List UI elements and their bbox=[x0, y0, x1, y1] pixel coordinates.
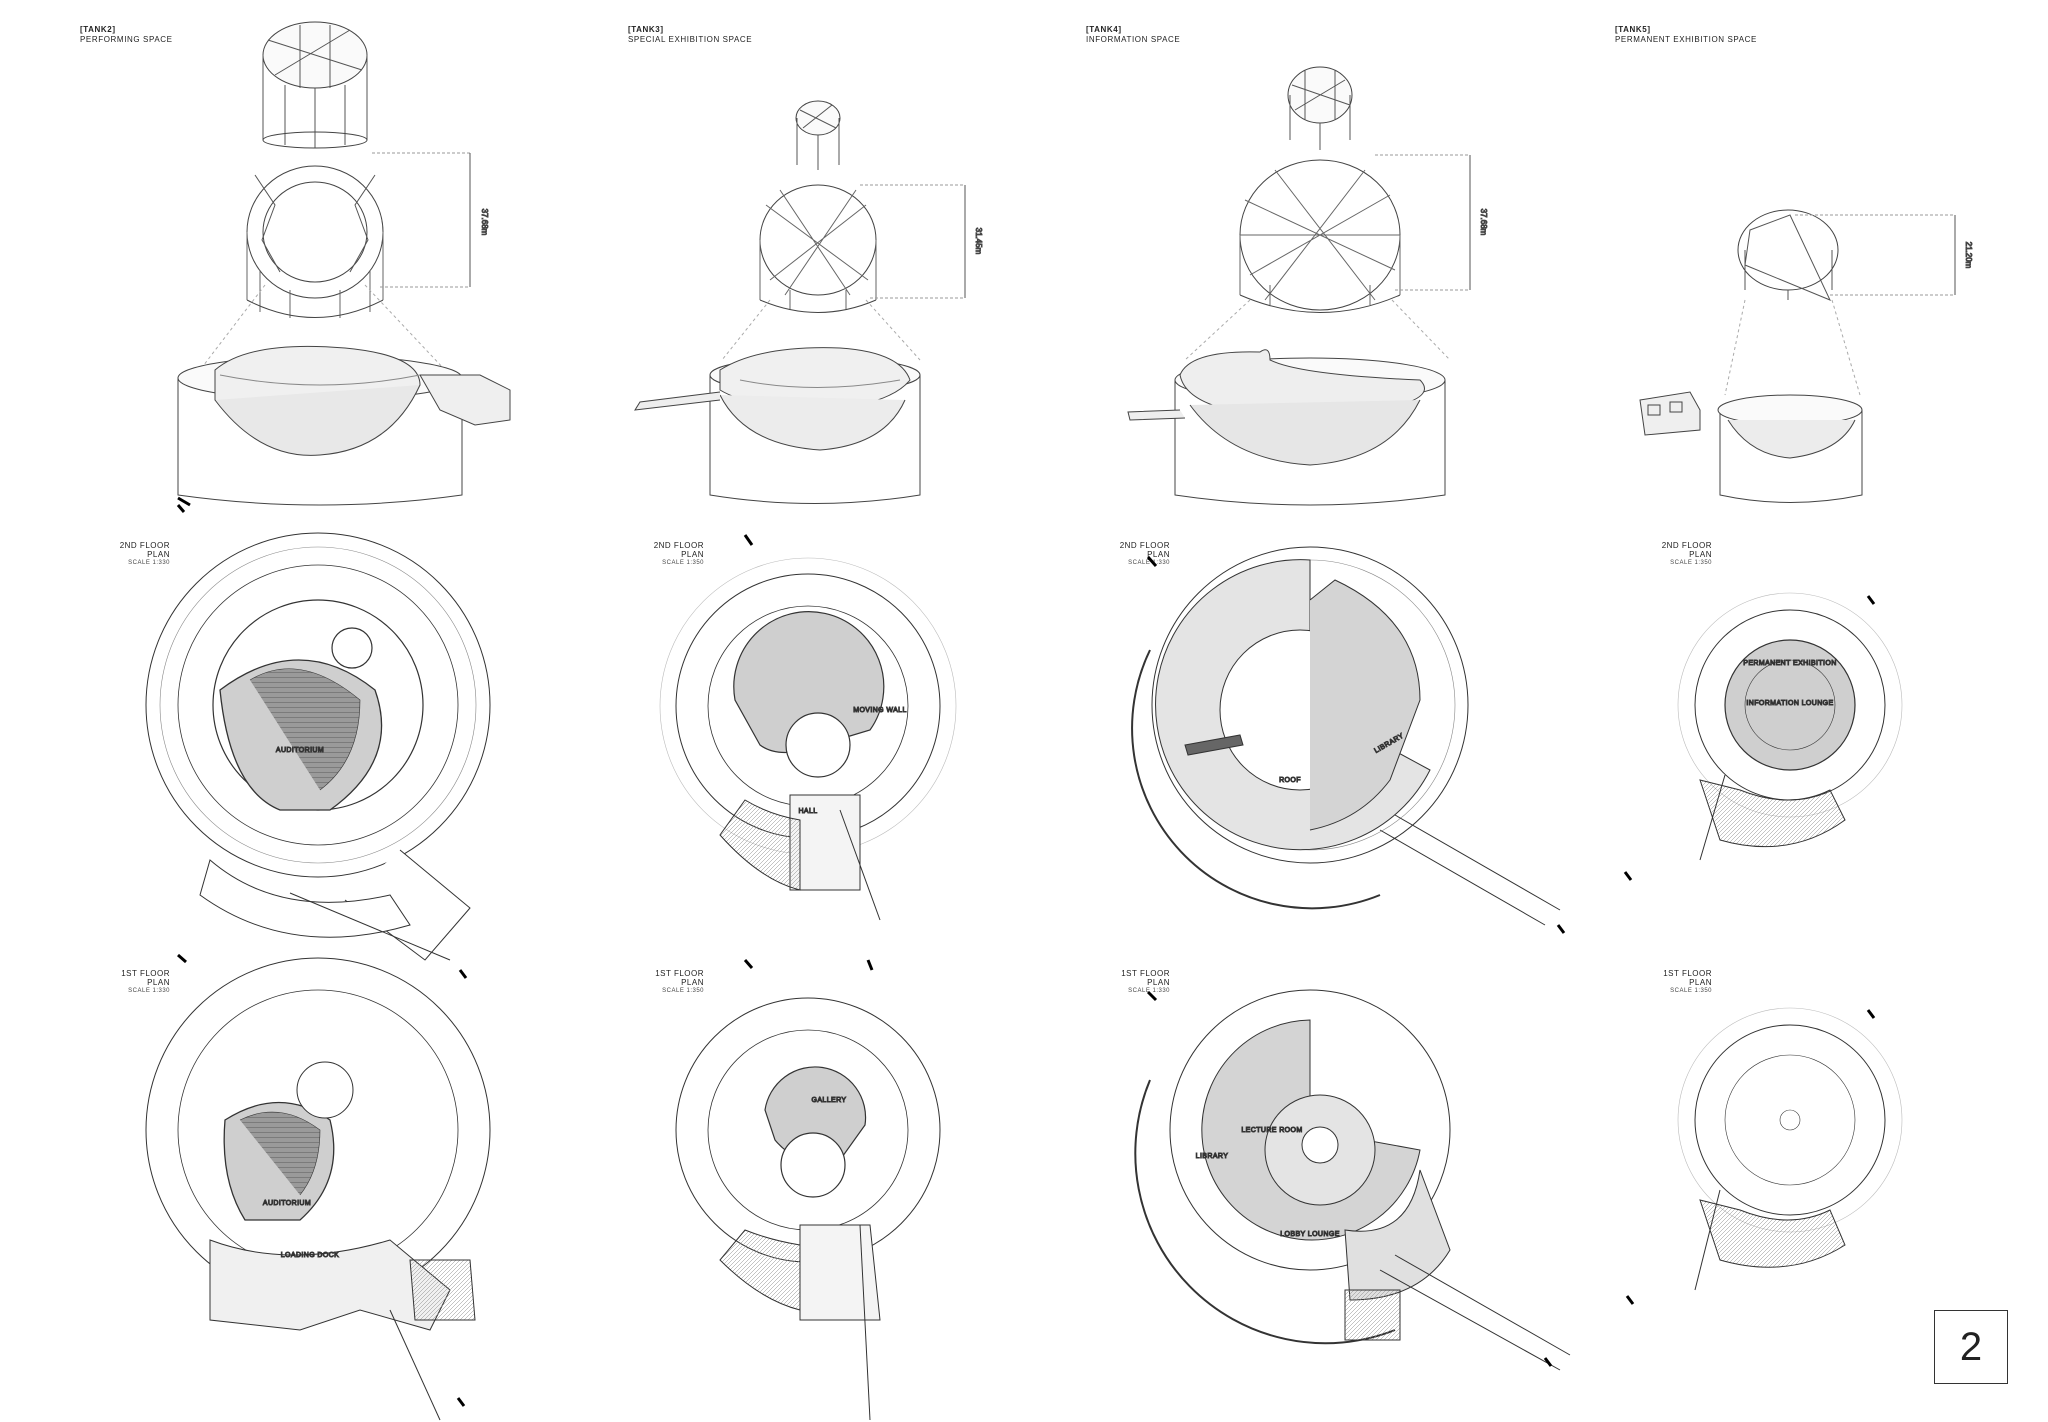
plan-title: 2ND FLOOR PLAN bbox=[1661, 541, 1712, 559]
tank5-base bbox=[1639, 391, 1863, 503]
tank5-1f-label: 1ST FLOOR PLAN SCALE 1:350 bbox=[1640, 969, 1712, 996]
room-label: LOBBY LOUNGE bbox=[1280, 1231, 1340, 1238]
tank4-2f-plan: ROOF LIBRARY bbox=[1131, 546, 1566, 934]
plan-scale: SCALE 1:330 bbox=[128, 988, 170, 994]
plan-title: 1ST FLOOR PLAN bbox=[1663, 969, 1712, 987]
room-label: GALLERY bbox=[812, 1097, 847, 1104]
room-label: LIBRARY bbox=[1196, 1153, 1229, 1160]
room-label: HALL bbox=[798, 808, 817, 815]
room-label: INFORMATION LOUNGE bbox=[1746, 700, 1833, 707]
tank3-code: [TANK3] bbox=[628, 25, 664, 34]
tank2-roof-frame bbox=[262, 21, 368, 149]
tank2-name: PERFORMING SPACE bbox=[80, 35, 173, 44]
room-label: MOVING WALL bbox=[853, 707, 907, 714]
tank4-roof-frame bbox=[1287, 66, 1353, 150]
tank4-code: [TANK4] bbox=[1086, 25, 1122, 34]
tank5-2f-label: 2ND FLOOR PLAN SCALE 1:350 bbox=[1640, 541, 1712, 568]
room-label: LOADING DOCK bbox=[281, 1252, 339, 1259]
tank2-base bbox=[177, 345, 511, 506]
room-label: AUDITORIUM bbox=[276, 747, 324, 754]
tank2-header: [TANK2] PERFORMING SPACE bbox=[80, 25, 173, 45]
tank5-code: [TANK5] bbox=[1615, 25, 1651, 34]
plan-scale: SCALE 1:350 bbox=[1670, 988, 1712, 994]
plan-title: 2ND FLOOR PLAN bbox=[1119, 541, 1170, 559]
tank3-axon: 31.45m bbox=[634, 100, 984, 504]
plan-scale: SCALE 1:350 bbox=[1670, 560, 1712, 566]
plan-title: 2ND FLOOR PLAN bbox=[653, 541, 704, 559]
tank3-name: SPECIAL EXHIBITION SPACE bbox=[628, 35, 753, 44]
tank2-code: [TANK2] bbox=[80, 25, 116, 34]
tank2-2f-label: 2ND FLOOR PLAN SCALE 1:330 bbox=[98, 541, 170, 568]
tank2-height: 37.68m bbox=[480, 209, 489, 236]
tank2-1f-plan: AUDITORIUM LOADING DOCK bbox=[145, 953, 491, 1421]
plan-scale: SCALE 1:330 bbox=[128, 560, 170, 566]
tank4-height: 37.68m bbox=[1479, 209, 1488, 236]
tank4-name: INFORMATION SPACE bbox=[1086, 35, 1181, 44]
tank3-2f-plan: MOVING WALL HALL bbox=[659, 534, 957, 971]
tank4-1f-label: 1ST FLOOR PLAN SCALE 1:330 bbox=[1098, 969, 1170, 996]
tank4-axon: 37.68m bbox=[1127, 66, 1489, 506]
tank5-2f-plan: PERMANENT EXHIBITION INFORMATION LOUNGE bbox=[1623, 592, 1903, 881]
tank4-header: [TANK4] INFORMATION SPACE bbox=[1086, 25, 1180, 45]
room-label: PERMANENT EXHIBITION bbox=[1743, 660, 1836, 667]
plan-scale: SCALE 1:350 bbox=[662, 560, 704, 566]
plan-title: 1ST FLOOR PLAN bbox=[1121, 969, 1170, 987]
tank5-axon: 21.20m bbox=[1639, 209, 1974, 503]
tank3-base bbox=[634, 347, 921, 504]
tank5-truss bbox=[1737, 209, 1839, 301]
tank3-1f-plan: GALLERY bbox=[675, 959, 941, 1421]
tank3-roof-frame bbox=[795, 100, 841, 170]
tank5-1f-plan bbox=[1625, 1007, 1903, 1305]
plan-scale: SCALE 1:350 bbox=[662, 988, 704, 994]
tank5-name: PERMANENT EXHIBITION SPACE bbox=[1615, 35, 1757, 44]
tank3-truss bbox=[759, 184, 877, 313]
room-label: AUDITORIUM bbox=[263, 1200, 311, 1207]
tank5-height: 21.20m bbox=[1964, 242, 1973, 269]
tank2-2f-plan: AUDITORIUM bbox=[145, 504, 491, 979]
tank4-base bbox=[1127, 349, 1446, 506]
tank3-1f-label: 1ST FLOOR PLAN SCALE 1:350 bbox=[632, 969, 704, 996]
page-number: 2 bbox=[1934, 1310, 2008, 1384]
tank3-2f-label: 2ND FLOOR PLAN SCALE 1:350 bbox=[632, 541, 704, 568]
room-label: ROOF bbox=[1279, 777, 1301, 784]
tank2-1f-label: 1ST FLOOR PLAN SCALE 1:330 bbox=[98, 969, 170, 996]
plan-scale: SCALE 1:330 bbox=[1128, 988, 1170, 994]
plan-title: 2ND FLOOR PLAN bbox=[119, 541, 170, 559]
tank2-axon: 37.68m bbox=[177, 21, 511, 507]
plan-title: 1ST FLOOR PLAN bbox=[655, 969, 704, 987]
tank3-height: 31.45m bbox=[974, 228, 983, 255]
tank4-1f-plan: LECTURE ROOM LIBRARY LOBBY LOUNGE bbox=[1134, 989, 1571, 1371]
tank4-truss bbox=[1239, 159, 1401, 313]
plan-scale: SCALE 1:330 bbox=[1128, 560, 1170, 566]
tank5-header: [TANK5] PERMANENT EXHIBITION SPACE bbox=[1615, 25, 1757, 45]
plan-title: 1ST FLOOR PLAN bbox=[121, 969, 170, 987]
tank4-2f-label: 2ND FLOOR PLAN SCALE 1:330 bbox=[1098, 541, 1170, 568]
tank3-header: [TANK3] SPECIAL EXHIBITION SPACE bbox=[628, 25, 752, 45]
tank2-truss bbox=[246, 165, 384, 318]
room-label: LECTURE ROOM bbox=[1241, 1127, 1302, 1134]
